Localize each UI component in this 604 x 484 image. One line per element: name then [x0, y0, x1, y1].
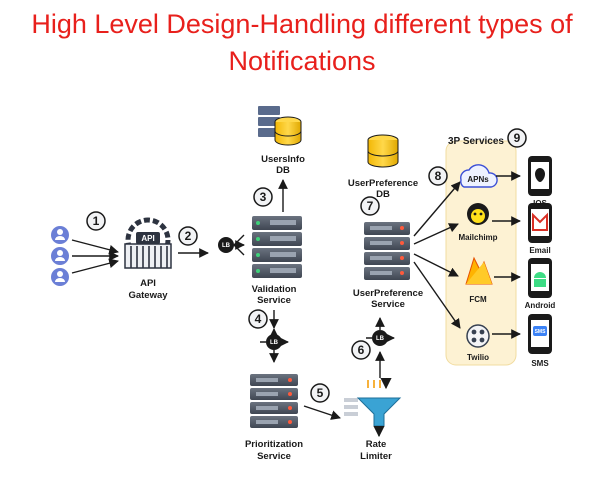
rate-limiter-icon	[344, 380, 402, 438]
userpreference-db-icon	[367, 134, 399, 168]
step-badge-7: 7	[360, 196, 380, 216]
svg-text:8: 8	[435, 169, 442, 183]
api-gateway-icon: API	[124, 217, 172, 269]
usersinfo-db-icon	[258, 106, 302, 146]
load-balancer-icon: LB	[366, 317, 394, 346]
client-icon	[51, 226, 69, 244]
client-icon	[51, 247, 69, 265]
svg-text:1: 1	[93, 214, 100, 228]
lb-label: LB	[376, 336, 385, 342]
sms-icon-text: SMS	[535, 329, 547, 335]
load-balancer-icon: LB	[218, 234, 244, 256]
sms-phone-icon: SMS	[528, 314, 552, 354]
rate-limiter-label: Limiter	[360, 451, 392, 462]
userpreference-db-label: DB	[376, 189, 390, 200]
step-badge-2: 2	[178, 226, 198, 246]
validation-service-label: Service	[257, 295, 291, 306]
third-party-label: 3P Services	[448, 136, 504, 147]
userpreference-service-icon	[364, 222, 410, 280]
device-label-email: Email	[529, 246, 550, 255]
third-party-panel	[445, 140, 517, 366]
usersinfo-db-label: DB	[276, 165, 290, 176]
api-badge: API	[141, 234, 154, 243]
svg-text:6: 6	[358, 343, 365, 357]
svg-text:2: 2	[185, 229, 192, 243]
apns-cloud-icon: APNs	[460, 164, 498, 188]
svg-text:5: 5	[317, 386, 324, 400]
step-badge-9: 9	[507, 128, 527, 148]
step-badge-8: 8	[428, 166, 448, 186]
prioritization-service-label: Prioritization	[245, 439, 303, 450]
userpreference-service-label: Service	[371, 299, 405, 310]
device-label-android: Android	[525, 301, 556, 310]
load-balancer-icon: LB	[260, 328, 288, 363]
step-badge-1: 1	[86, 211, 106, 231]
userpreference-db-label: UserPreference	[348, 178, 418, 189]
validation-service-icon	[252, 216, 302, 278]
step-badge-4: 4	[248, 309, 268, 329]
provider-label-apns: APNs	[467, 175, 489, 184]
provider-label-fcm: FCM	[469, 295, 487, 304]
svg-text:9: 9	[514, 131, 521, 145]
android-phone-icon	[528, 258, 552, 298]
step-badge-3: 3	[253, 187, 273, 207]
provider-label-mailchimp: Mailchimp	[458, 233, 497, 242]
page-title: High Level Design-Handling different typ…	[0, 6, 604, 80]
validation-service-label: Validation	[252, 284, 297, 295]
device-label-sms: SMS	[531, 359, 549, 368]
step-badge-5: 5	[310, 383, 330, 403]
rate-limiter-label: Rate	[366, 439, 387, 450]
lb-label: LB	[222, 243, 231, 249]
email-phone-icon	[528, 203, 552, 243]
userpreference-service-label: UserPreference	[353, 288, 423, 299]
mailchimp-icon	[467, 203, 489, 225]
twilio-icon	[466, 324, 490, 348]
lb-label: LB	[270, 340, 279, 346]
svg-text:4: 4	[255, 312, 262, 326]
prioritization-service-icon	[250, 374, 298, 428]
client-icon	[51, 268, 69, 286]
title-line-2: Notifications	[228, 46, 376, 76]
api-gateway-label: Gateway	[128, 290, 168, 301]
ios-phone-icon	[528, 156, 552, 196]
fcm-icon	[465, 256, 493, 285]
api-gateway-label: API	[140, 278, 156, 289]
step-badge-6: 6	[351, 340, 371, 360]
svg-text:7: 7	[367, 199, 374, 213]
title-line-1: High Level Design-Handling different typ…	[31, 9, 573, 39]
provider-label-twilio: Twilio	[467, 353, 489, 362]
prioritization-service-label: Service	[257, 451, 291, 462]
usersinfo-db-label: UsersInfo	[261, 154, 305, 165]
svg-text:3: 3	[260, 190, 267, 204]
